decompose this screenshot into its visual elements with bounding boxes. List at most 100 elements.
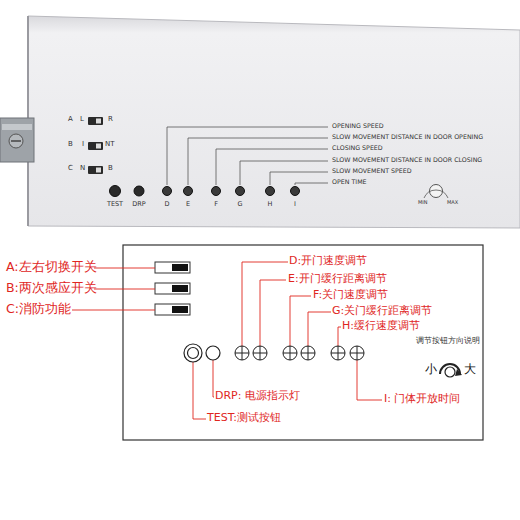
- switch-position: N: [80, 164, 85, 172]
- leader-line: [72, 310, 155, 311]
- callout-label: E:开门缓行距离调节: [288, 273, 387, 286]
- screw: [9, 134, 23, 148]
- leader-line: [270, 172, 328, 185]
- switch-letter: A: [68, 115, 73, 123]
- function-label: OPENING SPEED: [332, 122, 384, 129]
- button-label: G: [237, 201, 242, 208]
- panel-photo: [28, 16, 520, 228]
- button-label: D: [164, 201, 169, 208]
- power-led: [134, 186, 144, 196]
- direction-label: 大: [464, 363, 476, 377]
- toggle-knob: [96, 168, 101, 173]
- switch-group: [155, 262, 190, 315]
- button-label: I: [294, 201, 296, 208]
- leader-line: [94, 268, 155, 269]
- panel-outline: [123, 245, 483, 440]
- switch-position: L: [80, 115, 84, 123]
- trimmer-symbol: [350, 346, 364, 360]
- trimmer-group: [163, 187, 300, 196]
- trimmer: [163, 187, 172, 196]
- knob-arc: [424, 190, 448, 198]
- leader-line: [242, 262, 288, 346]
- function-label: CLOSING SPEED: [332, 144, 383, 151]
- trimmer-symbol: [283, 346, 297, 360]
- direction-note: 调节按钮方向说明: [416, 336, 480, 345]
- leader-line: [167, 127, 328, 185]
- switch-letter: B: [68, 140, 73, 148]
- trimmer: [236, 187, 245, 196]
- button-label: H: [268, 201, 273, 208]
- trimmer: [291, 187, 300, 196]
- switch-symbol: [155, 262, 190, 273]
- trimmer-symbol: [301, 346, 315, 360]
- callout-label: F:关门速度调节: [313, 289, 388, 302]
- callout-label: A:左右切换开关: [6, 260, 97, 274]
- toggle-knob: [96, 144, 101, 149]
- function-label: OPEN TIME: [332, 178, 367, 185]
- trimmer-symbols: [235, 346, 364, 360]
- led-symbol: [206, 346, 220, 360]
- leader-line: [260, 280, 286, 346]
- leader-line: [188, 138, 328, 185]
- function-label: SLOW MOVEMENT DISTANCE IN DOOR OPENING: [332, 133, 483, 140]
- button-label: E: [186, 201, 190, 208]
- callout-label: D:开门速度调节: [289, 255, 367, 268]
- leader-line: [338, 327, 341, 346]
- leader-line: [240, 161, 328, 185]
- leader-line: [94, 289, 155, 290]
- trimmer-cross: [331, 346, 345, 360]
- switch-symbol: [155, 304, 190, 315]
- switch-lever: [172, 264, 188, 271]
- callout-label: TEST:测试按钮: [207, 412, 281, 425]
- function-label: SLOW MOVEMENT DISTANCE IN DOOR CLOSING: [332, 156, 482, 163]
- knob-symbol: [445, 367, 455, 377]
- knob-label: MIN: [418, 200, 428, 206]
- trimmer-symbol: [331, 346, 345, 360]
- trimmer: [212, 187, 221, 196]
- screw-slot: [11, 140, 21, 142]
- bracket-highlight: [2, 124, 32, 130]
- trimmer-cross: [301, 346, 315, 360]
- callout-label: G:关门缓行距离调节: [332, 305, 432, 318]
- trimmer: [184, 187, 193, 196]
- leader-line: [295, 183, 328, 185]
- trimmer-cross: [235, 346, 249, 360]
- knob-label: MAX: [447, 200, 458, 206]
- callout-label: B:两次感应开关: [6, 281, 97, 295]
- red-leaders: [72, 262, 382, 419]
- trimmer: [266, 187, 275, 196]
- callout-label: H:缓行速度调节: [342, 320, 420, 333]
- toggle-switch: [88, 117, 103, 125]
- mount-bracket: [0, 118, 34, 162]
- trimmer-cross: [283, 346, 297, 360]
- switch-lever: [172, 306, 188, 313]
- leader-line: [216, 149, 328, 185]
- button-label: TEST: [107, 201, 123, 208]
- switch-position: NT: [105, 140, 115, 148]
- leader-line: [357, 360, 382, 400]
- direction-label: 小: [425, 363, 437, 377]
- toggle-switch: [88, 142, 103, 150]
- button-label: F: [214, 201, 218, 208]
- function-label: SLOW MOVEMENT SPEED: [332, 167, 412, 174]
- callout-label: I: 门体开放时间: [384, 393, 460, 406]
- switch-letter: C: [68, 164, 73, 172]
- switch-lever: [172, 285, 188, 292]
- trimmer-cross: [350, 346, 364, 360]
- callout-label: C:消防功能: [6, 302, 71, 316]
- trimmer-cross: [253, 346, 267, 360]
- panel-leaders: [167, 127, 328, 185]
- trimmer-symbol: [235, 346, 249, 360]
- direction-arrowhead: [455, 369, 462, 376]
- button-label: DRP: [132, 201, 145, 208]
- switch-position: B: [108, 164, 113, 172]
- leader-line: [193, 362, 206, 419]
- switch-position: R: [108, 115, 113, 123]
- switch-position: I: [82, 140, 84, 148]
- test-button-inner: [188, 348, 199, 359]
- trimmer-symbol: [253, 346, 267, 360]
- switch-symbol: [155, 283, 190, 294]
- test-button: [110, 186, 121, 197]
- leader-line: [308, 312, 331, 346]
